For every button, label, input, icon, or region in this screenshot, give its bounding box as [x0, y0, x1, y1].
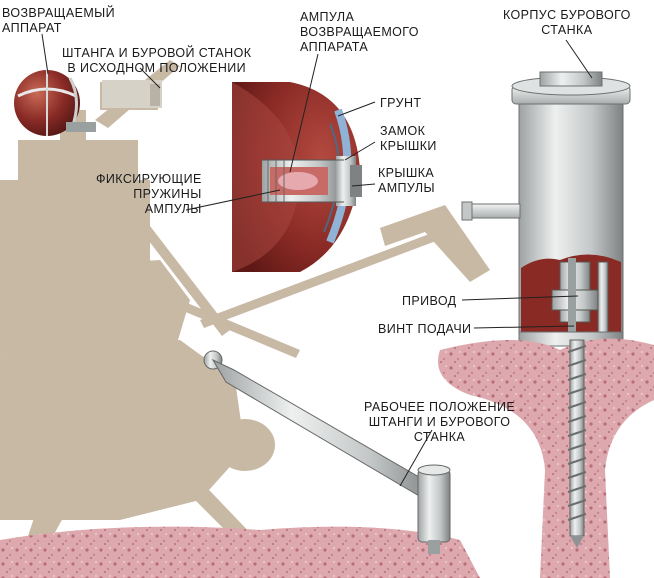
- label-rod-initial: ШТАНГА И БУРОВОЙ СТАНОК В ИСХОДНОМ ПОЛОЖ…: [62, 46, 252, 75]
- label-soil: ГРУНТ: [380, 96, 422, 110]
- label-feed-screw: ВИНТ ПОДАЧИ: [378, 322, 472, 336]
- label-lid-lock: ЗАМОК КРЫШКИ: [380, 124, 437, 153]
- label-rod-working: РАБОЧЕЕ ПОЛОЖЕНИЕ ШТАНГИ И БУРОВОГО СТАН…: [364, 400, 516, 444]
- rod-initial-position: [102, 80, 162, 108]
- soil-column: [438, 338, 654, 578]
- leader-lines: [41, 33, 593, 487]
- label-ampoule-lid: КРЫШКА АМПУЛЫ: [378, 166, 435, 195]
- drill-housing: [461, 71, 631, 347]
- return-vehicle-sphere: [14, 70, 96, 136]
- ground: [0, 526, 480, 578]
- ampoule-cutaway: [232, 82, 362, 272]
- drill-auger: [567, 339, 587, 548]
- label-fixing-springs: ФИКСИРУЮЩИЕ ПРУЖИНЫ АМПУЛЫ: [96, 172, 202, 216]
- label-drill-housing: КОРПУС БУРОВОГО СТАНКА: [503, 8, 631, 37]
- label-drive: ПРИВОД: [402, 294, 457, 308]
- label-ampoule: АМПУЛА ВОЗВРАЩАЕМОГО АППАРАТА: [300, 10, 419, 54]
- label-return-vehicle: ВОЗВРАЩАЕМЫЙ АППАРАТ: [2, 6, 116, 35]
- rod-working-position: [203, 350, 451, 554]
